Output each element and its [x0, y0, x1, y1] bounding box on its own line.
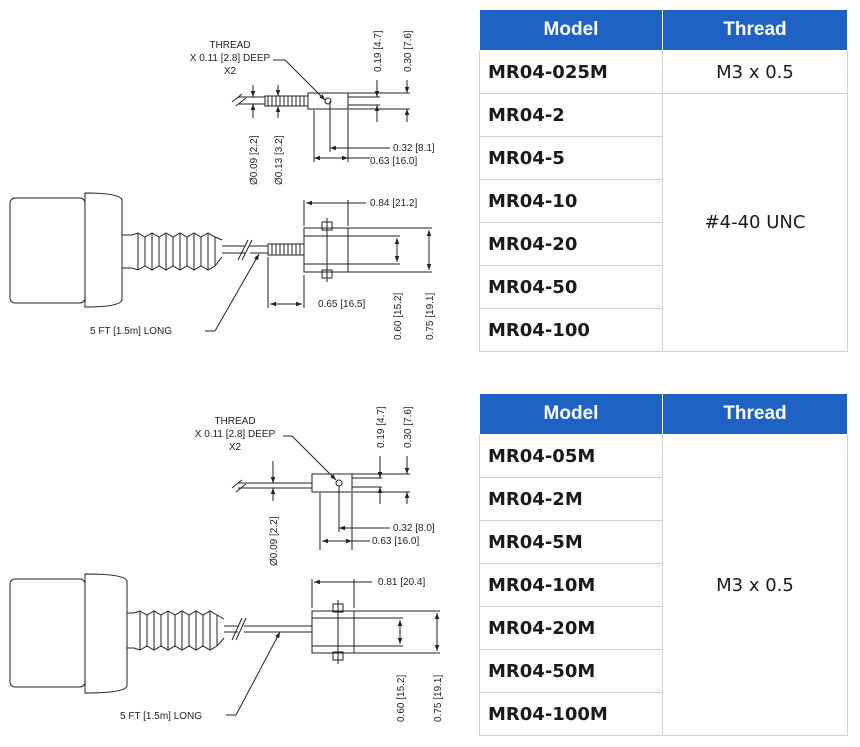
model-cell: MR04-5M	[479, 520, 663, 564]
dim-h1: 0.19 [4.7]	[376, 406, 387, 448]
dim-v2: 0.75 [19.1]	[433, 675, 444, 722]
model-cell: MR04-5	[479, 136, 663, 180]
model-cell: MR04-100M	[479, 692, 663, 736]
model-cell: MR04-2	[479, 93, 663, 137]
header-model: Model	[479, 9, 663, 51]
header-thread: Thread	[662, 393, 848, 435]
thread-note-line-2: X 0.11 [2.8] DEEP	[195, 429, 276, 440]
header-thread: Thread	[662, 9, 848, 51]
dim-h2: 0.30 [7.6]	[403, 30, 414, 72]
model-cell: MR04-50M	[479, 649, 663, 693]
thread-cell: M3 x 0.5	[662, 434, 848, 736]
dim-w1: 0.32 [8.1]	[393, 143, 435, 154]
sensor-drawing-2: THREAD X 0.11 [2.8] DEEP X2 0.19 [4.7] 0…	[0, 386, 470, 746]
dim-h2: 0.30 [7.6]	[403, 406, 414, 448]
dim-top: 0.84 [21.2]	[370, 198, 417, 209]
model-cell: MR04-10M	[479, 563, 663, 607]
model-cell: MR04-50	[479, 265, 663, 309]
thread-cell: #4-40 UNC	[662, 93, 848, 352]
thread-note-line-1: THREAD	[209, 40, 250, 51]
model-cell: MR04-100	[479, 308, 663, 352]
thread-cell: M3 x 0.5	[662, 50, 848, 94]
thread-note-line-1: THREAD	[214, 416, 255, 427]
thread-note-line-3: X2	[229, 442, 242, 453]
drawing-svg-1: THREAD X 0.11 [2.8] DEEP X2 0.19 [4.7] 0…	[9, 30, 436, 340]
dim-w1: 0.32 [8.0]	[393, 523, 435, 534]
model-thread-table-2: Model Thread MR04-05M M3 x 0.5 MR04-2M M…	[479, 393, 848, 736]
thread-note-line-2: X 0.11 [2.8] DEEP	[190, 53, 271, 64]
dim-d1: Ø0.09 [2.2]	[269, 516, 280, 566]
model-cell: MR04-10	[479, 179, 663, 223]
model-thread-table-1: Model Thread MR04-025M M3 x 0.5 MR04-2 #…	[479, 9, 848, 352]
dim-h1: 0.19 [4.7]	[373, 30, 384, 72]
cable-note: 5 FT [1.5m] LONG	[90, 326, 172, 337]
cable-note: 5 FT [1.5m] LONG	[120, 711, 202, 722]
model-cell: MR04-20	[479, 222, 663, 266]
dim-d1: Ø0.09 [2.2]	[249, 135, 260, 185]
dim-d2: Ø0.13 [3.2]	[274, 135, 285, 185]
dim-w2: 0.63 [16.0]	[370, 156, 417, 167]
dim-v1: 0.60 [15.2]	[396, 675, 407, 722]
model-cell: MR04-2M	[479, 477, 663, 521]
dim-top: 0.81 [20.4]	[378, 577, 425, 588]
model-cell: MR04-025M	[479, 50, 663, 94]
dim-v1: 0.60 [15.2]	[393, 293, 404, 340]
model-cell: MR04-20M	[479, 606, 663, 650]
model-cell: MR04-05M	[479, 434, 663, 478]
thread-note-line-3: X2	[224, 66, 237, 77]
header-model: Model	[479, 393, 663, 435]
drawing-svg-2: THREAD X 0.11 [2.8] DEEP X2 0.19 [4.7] 0…	[9, 406, 444, 722]
dim-v2: 0.75 [19.1]	[425, 293, 436, 340]
sensor-drawing-1: THREAD X 0.11 [2.8] DEEP X2 0.19 [4.7] 0…	[0, 0, 470, 360]
dim-w2: 0.63 [16.0]	[372, 536, 419, 547]
dim-cable: 0.65 [16.5]	[318, 299, 365, 310]
